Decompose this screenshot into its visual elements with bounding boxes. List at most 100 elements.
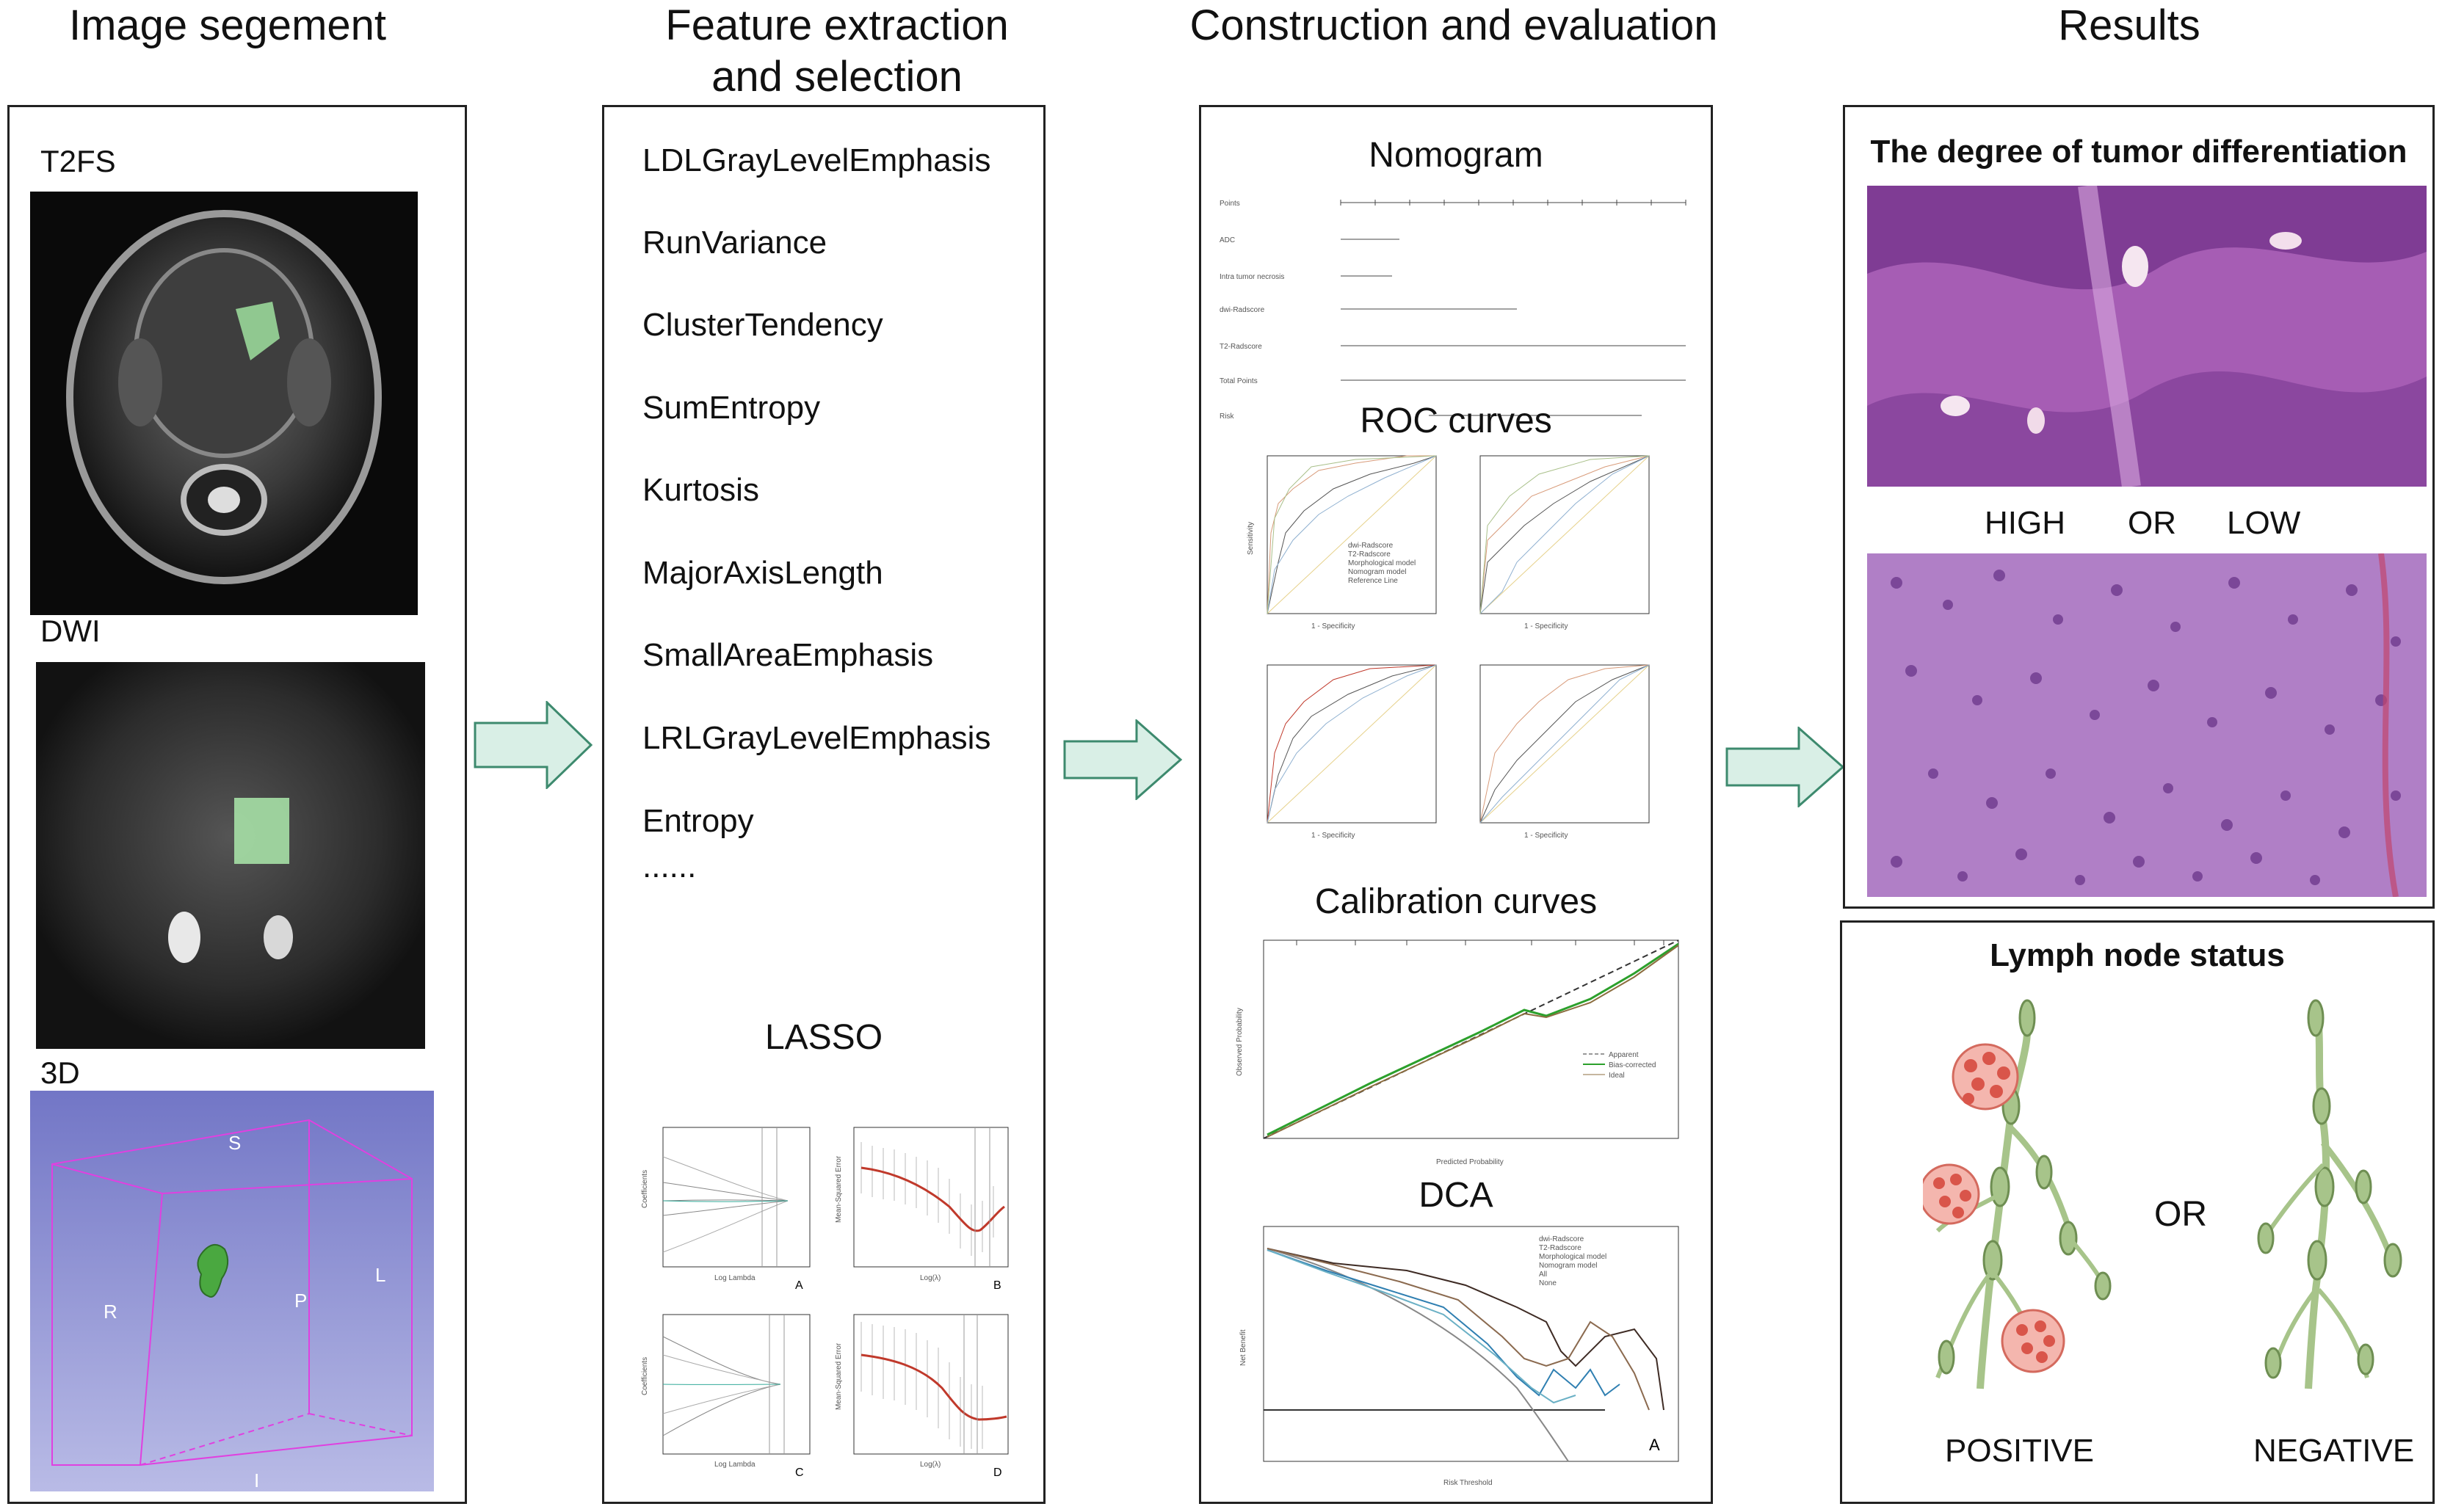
arrow-2 [1063,719,1183,800]
he-image-high [1867,186,2427,487]
calibration-curve: Predicted Probability Observed Probabili… [1236,939,1679,1166]
label-dwi: DWI [40,614,101,648]
calibration-legend-item: Ideal [1609,1072,1625,1080]
dca-legend-item: None [1539,1279,1557,1287]
label-negative: NEGATIVE [2253,1433,2415,1469]
calibration-ylabel: Observed Probability [1236,1008,1244,1076]
orient-i: I [254,1469,259,1491]
roc-plot-1: 1 - Specificity Sensitivity [1247,455,1437,630]
roc-legend: dwi-Radscore T2-Radscore Morphological m… [1348,542,1416,585]
roc-plot-4: 1 - Specificity [1479,664,1650,840]
header-feature-line2: and selection [711,53,963,101]
label-high: HIGH [1985,505,2065,541]
nomogram-row: Total Points [1220,377,1258,385]
roc-xlabel: 1 - Specificity [1524,622,1568,630]
feature-item: MajorAxisLength [642,555,883,591]
roc-legend-item: dwi-Radscore [1348,542,1394,550]
panel-image-segment: T2FS DWI [7,105,467,1504]
label-low: LOW [2227,505,2301,541]
dca-legend-item: dwi-Radscore [1539,1235,1584,1243]
header-feature-line1: Feature extraction [665,1,1009,49]
roc-curves: 1 - Specificity Sensitivity 1 - Specific… [1247,455,1650,840]
dwi-image [36,662,425,1049]
lasso-ylabel-c: Coefficients [641,1357,649,1395]
feature-item: Kurtosis [642,472,759,508]
roc-xlabel: 1 - Specificity [1311,622,1355,630]
panel-lymph-node: Lymph node status OR [1840,920,2435,1504]
roc-legend-item: Reference Line [1348,577,1398,585]
lasso-plots: Log Lambda Coefficients A Log(λ) Mean-Sq… [641,1127,1009,1479]
panel-feature-extraction: LDLGrayLevelEmphasis RunVariance Cluster… [602,105,1046,1504]
arrow-1 [474,701,593,789]
calibration-legend-item: Bias-corrected [1609,1061,1656,1069]
header-feature-extraction: Feature extraction and selection [602,0,1072,103]
orient-p: P [294,1290,307,1312]
dca-title: DCA [1419,1176,1493,1215]
dca-panel-label: A [1649,1436,1660,1454]
feature-item: LDLGrayLevelEmphasis [642,142,991,178]
lymph-negative-illustration [2257,999,2402,1389]
feature-ellipsis: ...... [642,848,697,884]
roc-legend-item: Morphological model [1348,559,1416,567]
nomogram-row: Risk [1220,412,1234,421]
orient-r: R [104,1301,117,1323]
roc-xlabel: 1 - Specificity [1524,832,1568,840]
dca-chart: Risk Threshold Net Benefit dwi-Radscore … [1239,1226,1679,1487]
header-image-segment: Image segement [68,1,387,49]
3d-render: S R P L I [30,1091,434,1491]
header-construction: Construction and evaluation [1189,1,1718,49]
lasso-xlabel-c: Log Lambda [714,1461,756,1469]
roc-title: ROC curves [1360,401,1552,440]
lasso-plot-d: Log(λ) Mean-Squared Error D [835,1314,1009,1479]
arrow-3 [1725,727,1845,807]
dca-legend-item: Nomogram model [1539,1262,1597,1270]
orient-s: S [228,1132,241,1154]
calibration-legend-item: Apparent [1609,1051,1639,1059]
he-image-low [1867,553,2427,897]
feature-item: SmallAreaEmphasis [642,637,934,673]
nomogram-row: ADC [1220,236,1235,244]
feature-item: RunVariance [642,225,827,261]
lasso-xlabel-b: Log(λ) [920,1274,941,1282]
dca-legend: dwi-Radscore T2-Radscore Morphological m… [1539,1235,1606,1287]
lasso-title: LASSO [764,1018,883,1057]
nomogram-row: Intra tumor necrosis [1220,273,1284,281]
label-positive: POSITIVE [1945,1433,2094,1469]
t2fs-image [30,192,418,615]
nomogram-row: Points [1220,200,1240,208]
roc-plot-3: 1 - Specificity [1267,664,1437,840]
nomogram-row: dwi-Radscore [1220,306,1265,314]
lasso-panel-b: B [993,1279,1001,1292]
orient-l: L [375,1264,385,1286]
feature-item: Entropy [642,803,754,839]
lasso-panel-a: A [795,1279,803,1292]
label-or-lymph: OR [2154,1195,2207,1234]
lasso-plot-c: Log Lambda Coefficients C [641,1314,811,1479]
lasso-ylabel-d: Mean-Squared Error [835,1342,843,1410]
nomogram-row: T2-Radscore [1220,343,1262,351]
label-3d: 3D [40,1055,80,1090]
lasso-ylabel-a: Coefficients [641,1170,649,1208]
feature-item: LRLGrayLevelEmphasis [642,720,991,756]
lasso-panel-d: D [993,1466,1002,1479]
nomogram-chart: Points ADC Intra tumor necrosis dwi-Rads… [1220,200,1686,421]
roc-ylabel: Sensitivity [1247,522,1255,555]
lymph-positive-illustration [1923,999,2112,1389]
lasso-xlabel-d: Log(λ) [920,1461,941,1469]
calibration-xlabel: Predicted Probability [1436,1158,1504,1166]
lasso-plot-b: Log(λ) Mean-Squared Error B [835,1127,1009,1292]
node-cluster [1923,1043,2065,1373]
dca-legend-item: Morphological model [1539,1253,1606,1261]
roc-xlabel: 1 - Specificity [1311,832,1355,840]
lasso-xlabel-a: Log Lambda [714,1274,756,1282]
label-t2fs: T2FS [40,144,116,178]
dca-ylabel: Net Benefit [1239,1329,1247,1366]
calibration-legend: Apparent Bias-corrected Ideal [1583,1051,1656,1080]
dca-legend-item: T2-Radscore [1539,1244,1581,1252]
lasso-plot-a: Log Lambda Coefficients A [641,1127,811,1292]
feature-item: ClusterTendency [642,307,883,343]
lymph-title: Lymph node status [1990,937,2285,973]
roc-plot-2: 1 - Specificity [1479,455,1650,630]
nomogram-title: Nomogram [1369,136,1543,175]
header-results: Results [2058,1,2200,49]
